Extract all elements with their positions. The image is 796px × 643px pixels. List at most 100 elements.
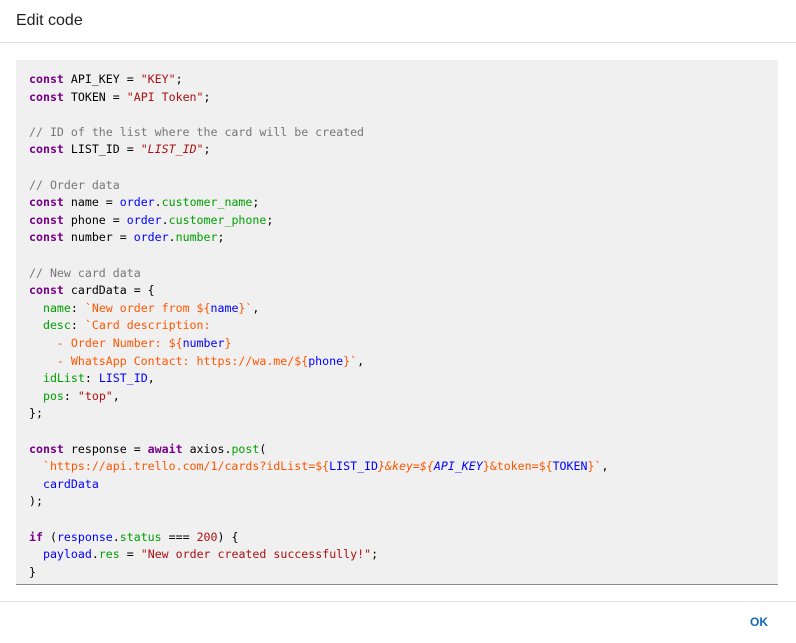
code-line: // Order data (29, 177, 120, 195)
code-token (29, 371, 43, 385)
code-token: 200 (196, 529, 218, 544)
code-token: phone (308, 353, 344, 368)
code-token: ; (203, 142, 211, 157)
code-token: }; (29, 406, 43, 421)
code-token: "LIST_ID" (140, 142, 204, 157)
code-token: order (119, 195, 155, 210)
code-token: , (112, 388, 120, 403)
code-token: ; (266, 212, 274, 227)
code-line: const cardData = { (29, 282, 155, 300)
code-token: "New order created successfully!" (140, 547, 372, 562)
ok-button[interactable]: OK (742, 608, 776, 636)
code-editor[interactable]: const API_KEY = "KEY"; const TOKEN = "API… (16, 60, 778, 585)
code-line: ); (29, 493, 43, 511)
code-token: ( (259, 441, 267, 456)
code-token: ; (175, 72, 183, 86)
code-token: ; (217, 230, 225, 245)
code-token: } (29, 564, 36, 579)
code-token: const (29, 142, 64, 157)
code-line: - Order Number: ${number} (29, 335, 232, 353)
code-token: : (70, 300, 85, 315)
code-token: API_KEY = (70, 72, 141, 86)
code-token: const (29, 89, 64, 104)
code-token: // Order data (29, 177, 120, 192)
code-token: ( (42, 529, 57, 544)
code-token: post (231, 441, 260, 456)
code-token: customer_phone (168, 212, 267, 227)
code-token: }` (238, 300, 253, 315)
code-token: const (29, 230, 64, 245)
code-line: cardData (29, 476, 99, 494)
code-line: } (29, 564, 36, 582)
code-line: idList: LIST_ID, (29, 370, 155, 388)
code-token: pos (42, 388, 64, 403)
code-token: response (56, 529, 113, 544)
code-token: const (29, 283, 64, 298)
code-line: `https://api.trello.com/1/cards?idList=$… (29, 458, 608, 476)
code-token: payload (42, 547, 92, 562)
code-token: . (154, 195, 162, 210)
code-line: const number = order.number; (29, 229, 224, 247)
code-token: TOKEN = (70, 89, 127, 104)
code-token: if (29, 529, 43, 544)
code-token: number (175, 230, 218, 245)
dialog-title: Edit code (16, 12, 83, 29)
code-token: - WhatsApp Contact: https://wa.me/${ (29, 353, 309, 368)
code-token: number (182, 336, 225, 350)
code-token: const (29, 441, 64, 456)
code-token: phone = (70, 212, 127, 227)
code-token: . (168, 230, 176, 245)
code-line: }; (29, 405, 43, 423)
code-token: }&key=${ (378, 459, 434, 474)
code-token: name (210, 300, 239, 315)
code-line: const phone = order.customer_phone; (29, 212, 273, 230)
code-token: }` (343, 353, 358, 368)
code-token: : (70, 318, 85, 333)
code-token (29, 459, 43, 473)
code-token: // ID of the list where the card will be… (29, 124, 365, 139)
code-token: const (29, 72, 64, 86)
code-token: : (63, 388, 78, 403)
code-token: const (29, 195, 64, 210)
code-token: response = (70, 441, 148, 456)
code-line: pos: "top", (29, 388, 120, 406)
code-token: LIST_ID = (70, 142, 141, 157)
code-token: }&token=${ (482, 459, 553, 474)
code-token: }` (587, 459, 602, 474)
code-line: const TOKEN = "API Token"; (29, 89, 211, 107)
code-token: , (357, 353, 365, 368)
code-token: . (161, 212, 169, 227)
code-token: name = (70, 195, 120, 210)
code-token: status (119, 529, 162, 544)
code-token: await (147, 441, 183, 456)
code-token (29, 477, 43, 491)
code-token (29, 318, 43, 332)
code-line: const response = await axios.post( (29, 441, 266, 459)
code-line: // ID of the list where the card will be… (29, 124, 364, 142)
code-token: cardData = { (70, 283, 155, 298)
dialog-header: Edit code (0, 0, 796, 43)
code-token: === (161, 529, 197, 544)
code-token: idList (42, 371, 85, 386)
code-token: : (84, 371, 99, 386)
code-token: "KEY" (140, 72, 176, 86)
code-line: if (response.status === 200) { (29, 529, 238, 547)
code-line: name: `New order from ${name}`, (29, 300, 259, 318)
code-token: - Order Number: ${ (29, 336, 183, 350)
code-token: TOKEN (552, 459, 588, 474)
code-token: `Card description: (84, 318, 211, 333)
code-token: `New order from ${ (84, 300, 211, 315)
code-token: . (112, 529, 120, 544)
code-token: "top" (77, 388, 113, 403)
code-token: number = (70, 230, 134, 245)
code-token: ; (252, 195, 260, 210)
code-token: const (29, 212, 64, 227)
code-token: cardData (42, 476, 99, 491)
code-token: , (601, 459, 609, 474)
code-token: "API Token" (126, 89, 204, 104)
code-token: ) { (217, 529, 239, 544)
code-line: // New card data (29, 265, 141, 283)
code-token: `https://api.trello.com/1/cards?idList=$… (42, 459, 330, 474)
code-token (29, 547, 43, 561)
code-token: LIST_ID (98, 371, 148, 386)
